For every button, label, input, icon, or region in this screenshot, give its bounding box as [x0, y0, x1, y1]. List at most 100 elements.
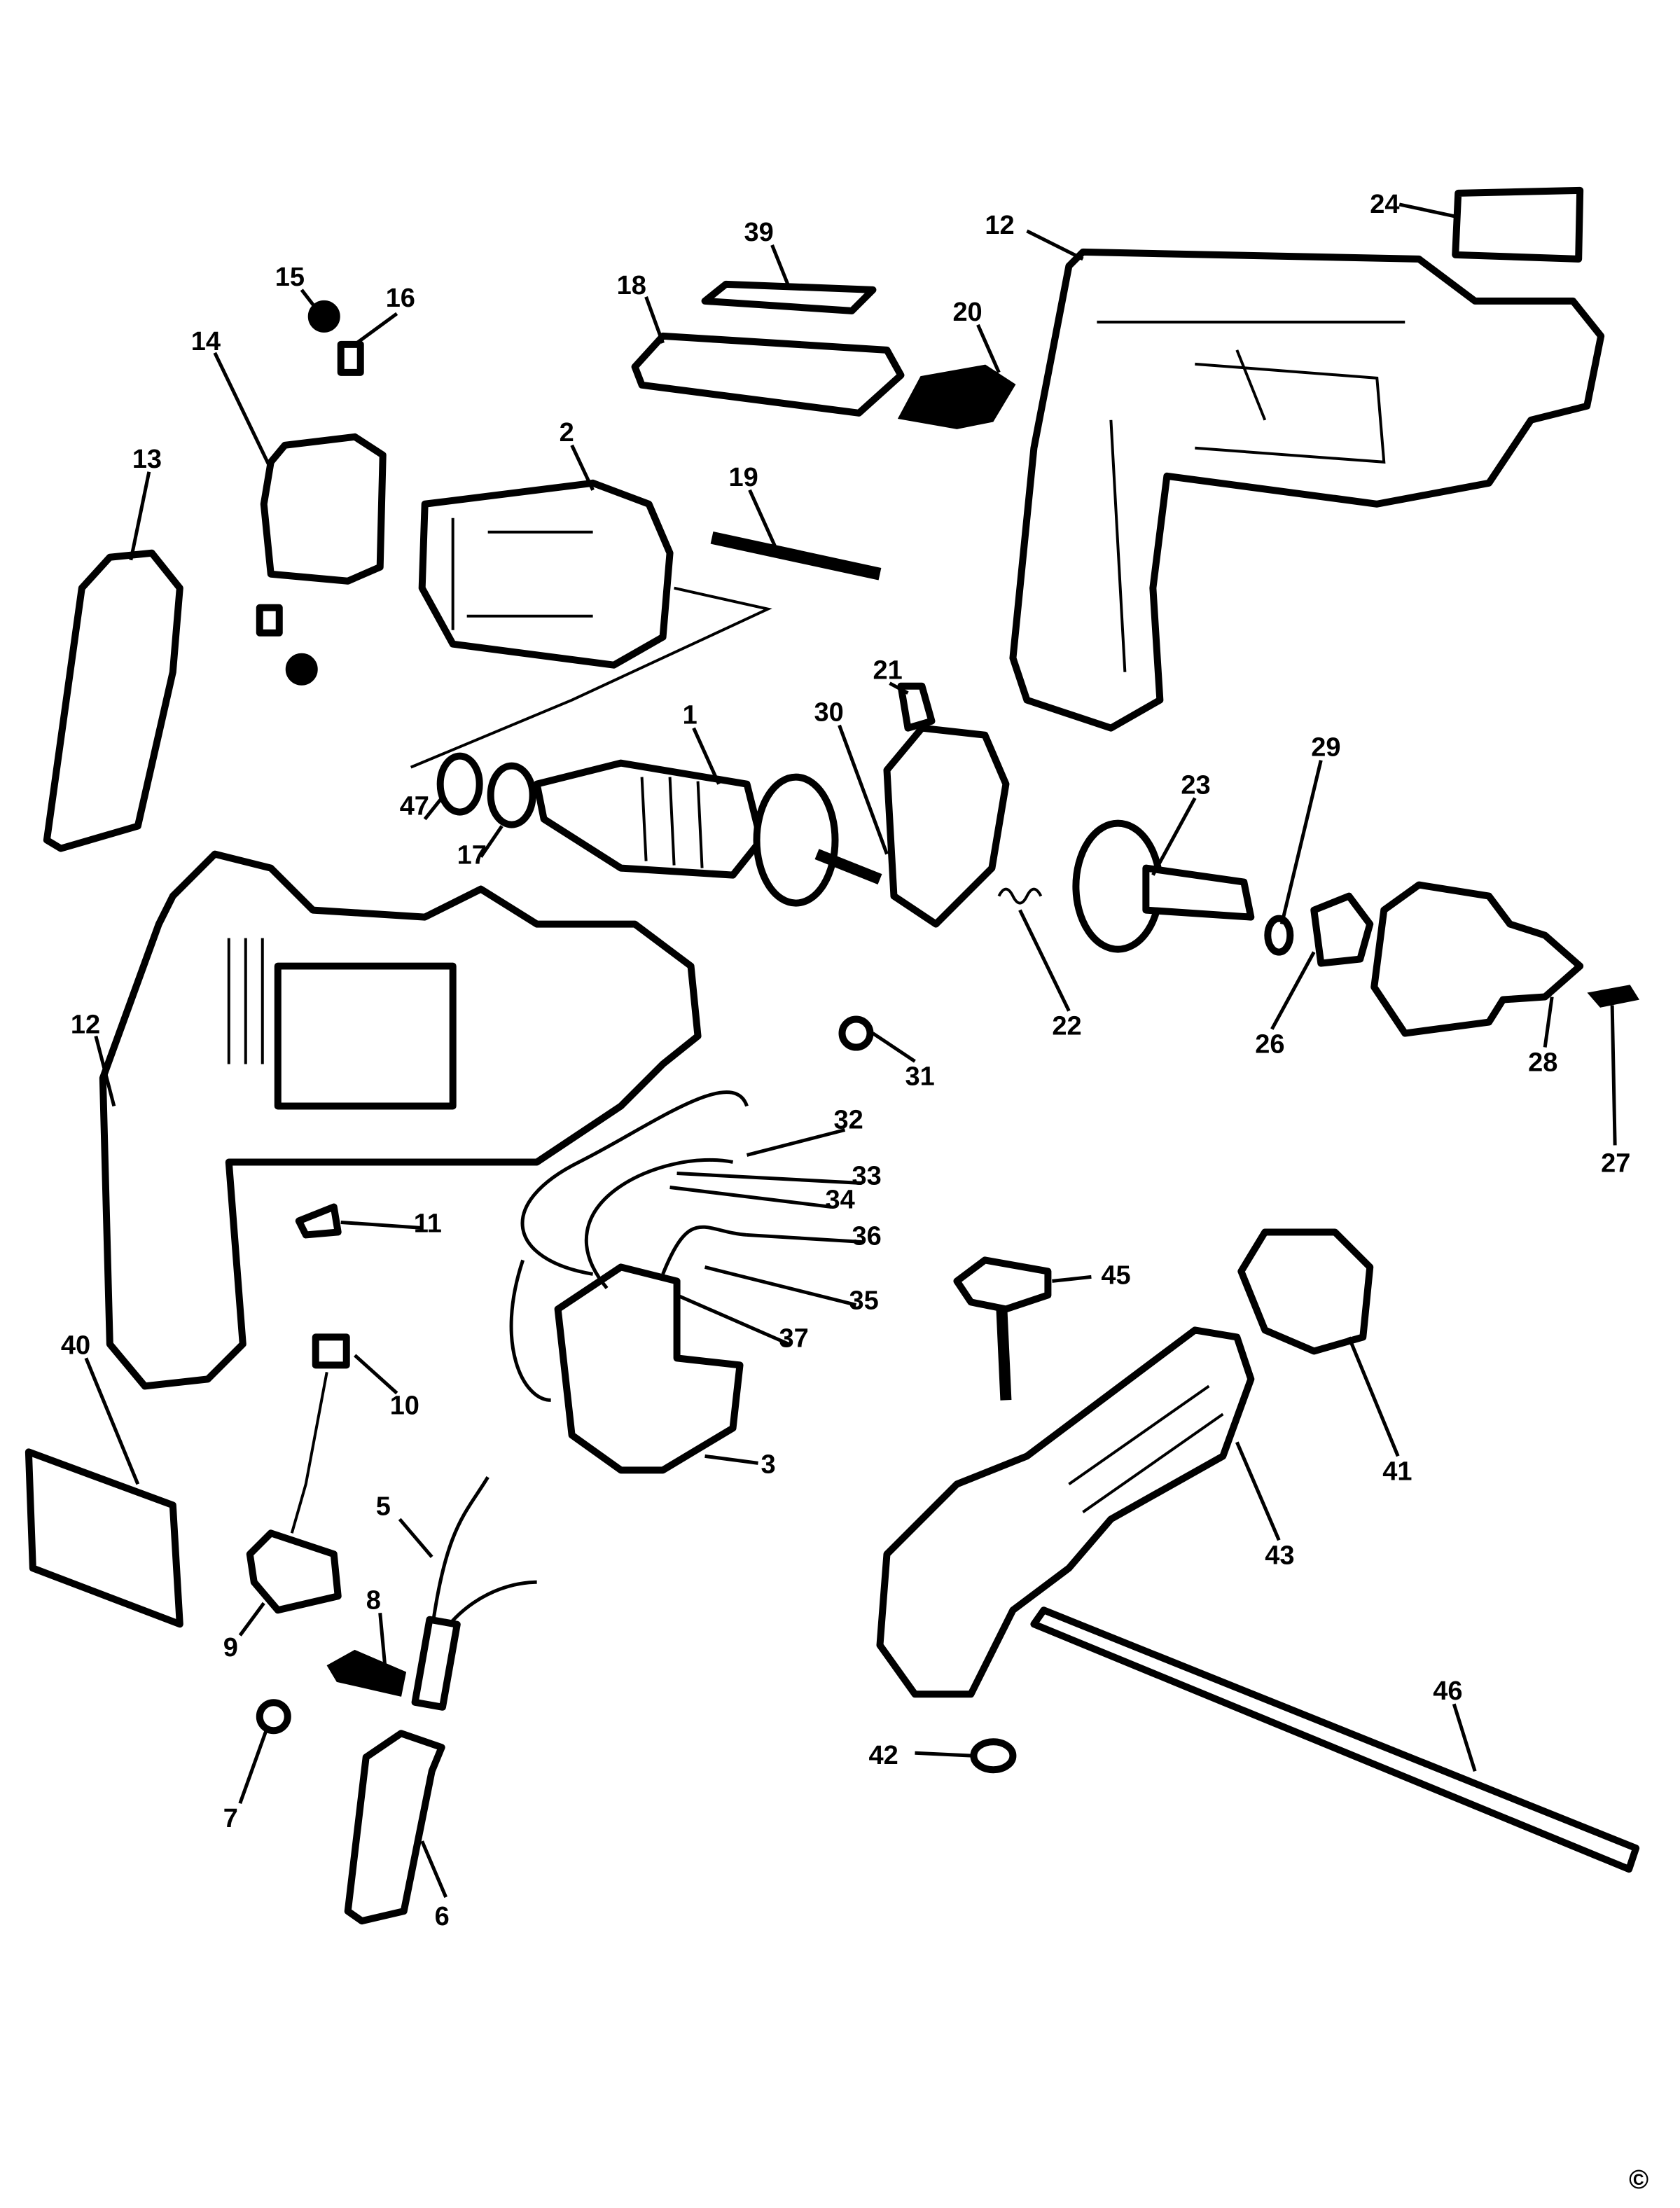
leader-line-24 — [1398, 202, 1459, 219]
leader-line-37 — [676, 1293, 790, 1346]
housing-left-panel — [274, 962, 457, 1110]
callout-label-13: 13 — [132, 445, 162, 474]
callout-label-39: 39 — [744, 218, 774, 247]
leader-line-40 — [84, 1357, 140, 1485]
leader-line-27 — [1610, 1005, 1617, 1146]
housing-right-detail — [1097, 320, 1405, 672]
leader-line-15 — [300, 289, 317, 310]
armature-fan — [753, 773, 839, 907]
part-13 — [43, 549, 183, 852]
leader-line-9 — [238, 1602, 265, 1637]
callout-label-2: 2 — [560, 418, 574, 447]
part-45-bolt — [996, 1309, 1012, 1401]
part-housing-left — [99, 850, 702, 1390]
part-28 — [1370, 881, 1584, 1037]
callout-label-47: 47 — [400, 792, 429, 821]
callout-label-24: 24 — [1370, 190, 1399, 219]
part-22 — [997, 887, 1043, 905]
part-brush — [256, 604, 283, 637]
leader-line-39 — [770, 244, 791, 288]
part-8 — [326, 1649, 407, 1697]
callout-label-12: 12 — [985, 211, 1014, 240]
leader-lines — [84, 202, 1617, 1898]
leader-line-12 — [94, 1035, 116, 1107]
callout-label-41: 41 — [1382, 1457, 1412, 1486]
leader-line-30 — [838, 724, 889, 855]
leader-line-16 — [354, 312, 398, 346]
leader-line-29 — [1279, 760, 1323, 925]
part-19 — [710, 531, 882, 581]
part-39 — [701, 280, 877, 314]
copyright-mark: © — [1629, 2165, 1648, 2195]
callout-label-26: 26 — [1255, 1030, 1284, 1060]
callout-label-17: 17 — [457, 841, 487, 870]
callout-label-6: 6 — [435, 1902, 450, 1931]
callout-label-36: 36 — [852, 1221, 881, 1251]
part-9 — [246, 1529, 342, 1614]
callout-label-29: 29 — [1311, 733, 1340, 763]
leader-line-10 — [354, 1354, 398, 1395]
leader-line-34 — [669, 1185, 831, 1209]
leader-line-6 — [420, 1840, 447, 1898]
leader-line-18 — [644, 296, 665, 344]
callout-label-40: 40 — [61, 1331, 90, 1360]
part-17 — [487, 762, 536, 828]
field-detail — [451, 518, 593, 630]
part-housing-right — [1009, 248, 1605, 732]
part-5-sleeve — [411, 1616, 461, 1711]
part-label-plate-top — [1452, 186, 1584, 263]
part-23-shaft — [1142, 864, 1255, 921]
callout-label-45: 45 — [1101, 1261, 1130, 1290]
callout-label-12: 12 — [71, 1011, 100, 1040]
callout-label-27: 27 — [1601, 1148, 1630, 1178]
callout-label-31: 31 — [905, 1062, 934, 1092]
callout-label-33: 33 — [852, 1161, 881, 1190]
leader-line-26 — [1270, 951, 1316, 1030]
leader-line-12 — [1026, 229, 1084, 261]
callout-label-28: 28 — [1528, 1048, 1557, 1078]
leader-line-47 — [423, 797, 443, 821]
part-46 — [1030, 1606, 1640, 1873]
parts-drawing — [25, 186, 1640, 1925]
callout-label-30: 30 — [814, 698, 844, 728]
leader-line-22 — [1018, 909, 1071, 1012]
callout-label-19: 19 — [729, 463, 758, 492]
leader-line-36 — [747, 1233, 862, 1244]
callout-label-14: 14 — [191, 327, 221, 356]
callout-label-8: 8 — [366, 1585, 381, 1615]
leader-line-7 — [238, 1728, 269, 1805]
assembly-guide-line — [410, 586, 772, 769]
leader-line-23 — [1151, 797, 1197, 876]
handle-grip-detail — [1068, 1384, 1224, 1513]
part-45 — [953, 1256, 1052, 1313]
leader-line-42 — [915, 1751, 974, 1758]
part-brush-cap — [285, 653, 318, 686]
leader-line-11 — [340, 1220, 422, 1230]
callout-label-42: 42 — [868, 1741, 898, 1770]
part-2 — [418, 479, 674, 669]
leader-line-20 — [976, 324, 1001, 373]
part-11 — [295, 1203, 342, 1239]
leader-line-14 — [213, 352, 273, 470]
part-10 — [312, 1333, 350, 1369]
part-1 — [533, 759, 765, 879]
armature-detail — [640, 777, 704, 868]
part-29 — [1264, 915, 1294, 956]
leader-line-35 — [704, 1265, 857, 1307]
callout-label-23: 23 — [1181, 771, 1210, 800]
callout-label-20: 20 — [952, 298, 982, 327]
leader-line-2 — [570, 444, 595, 491]
leader-line-46 — [1452, 1703, 1477, 1772]
armature-shaft — [814, 849, 882, 885]
callout-label-32: 32 — [834, 1105, 863, 1134]
leader-line-33 — [676, 1171, 862, 1185]
leader-line-31 — [872, 1032, 916, 1063]
callout-label-5: 5 — [376, 1492, 391, 1521]
part-9-wire — [290, 1372, 328, 1534]
callout-label-7: 7 — [223, 1804, 238, 1833]
part-21 — [897, 682, 936, 732]
callout-label-34: 34 — [826, 1185, 855, 1214]
callout-label-18: 18 — [617, 271, 646, 300]
leader-line-17 — [479, 825, 504, 859]
